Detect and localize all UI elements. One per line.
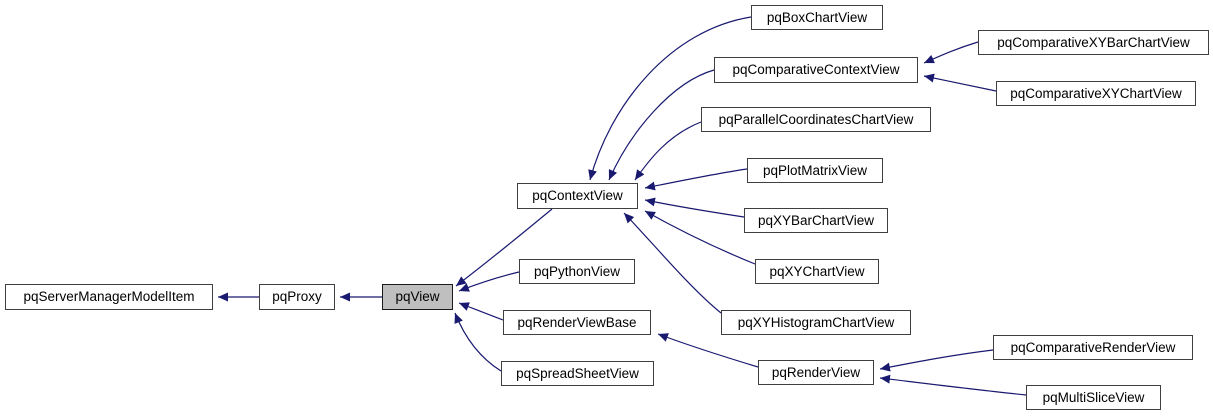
edge-pqComparativeRenderView-pqRenderView	[879, 349, 994, 372]
edge-pqXYHistogramChartView-pqContextView	[623, 212, 722, 314]
node-pqParallelCoordinatesChartView[interactable]: pqParallelCoordinatesChartView	[701, 107, 931, 132]
edge-pqMultiSliceView-pqRenderView	[879, 374, 1027, 396]
node-pqComparativeXYChartView[interactable]: pqComparativeXYChartView	[996, 81, 1196, 106]
node-pqXYHistogramChartView[interactable]: pqXYHistogramChartView	[721, 310, 911, 335]
edge-pqXYBarChartView-pqContextView	[644, 197, 745, 218]
node-pqMultiSliceView[interactable]: pqMultiSliceView	[1026, 385, 1161, 410]
edge-pqComparativeXYChartView-pqComparativeContextView	[923, 73, 997, 92]
edge-pqPythonView-pqView	[458, 271, 520, 292]
node-pqView: pqView	[382, 284, 453, 310]
node-pqXYBarChartView[interactable]: pqXYBarChartView	[744, 208, 888, 233]
edge-pqBoxChartView-pqContextView	[588, 16, 752, 181]
edge-pqComparativeContextView-pqContextView	[608, 69, 715, 181]
node-pqComparativeContextView[interactable]: pqComparativeContextView	[714, 57, 918, 83]
node-pqComparativeRenderView[interactable]: pqComparativeRenderView	[993, 335, 1193, 360]
node-pqPythonView[interactable]: pqPythonView	[519, 259, 635, 284]
node-pqSpreadSheetView[interactable]: pqSpreadSheetView	[501, 361, 654, 386]
node-pqXYChartView[interactable]: pqXYChartView	[755, 259, 879, 284]
node-pqProxy[interactable]: pqProxy	[259, 284, 335, 310]
edge-pqXYChartView-pqContextView	[644, 210, 756, 265]
edge-pqSpreadSheetView-pqView	[454, 312, 502, 372]
edge-pqComparativeXYBarChartView-pqComparativeContextView	[923, 41, 979, 64]
edge-pqPlotMatrixView-pqContextView	[644, 168, 748, 191]
edge-pqParallelCoordinatesChartView-pqContextView	[634, 121, 702, 181]
edge-pqContextView-pqView	[455, 208, 553, 287]
node-pqRenderViewBase[interactable]: pqRenderViewBase	[503, 310, 651, 335]
node-pqBoxChartView[interactable]: pqBoxChartView	[751, 5, 883, 30]
node-pqPlotMatrixView[interactable]: pqPlotMatrixView	[747, 158, 883, 183]
node-pqRenderView[interactable]: pqRenderView	[758, 360, 874, 385]
edge-pqRenderView-pqRenderViewBase	[657, 333, 759, 368]
node-pqComparativeXYBarChartView[interactable]: pqComparativeXYBarChartView	[978, 30, 1209, 55]
node-pqContextView[interactable]: pqContextView	[517, 183, 638, 209]
node-pqServerManagerModelItem[interactable]: pqServerManagerModelItem	[5, 284, 213, 310]
edge-pqRenderViewBase-pqView	[458, 302, 504, 321]
